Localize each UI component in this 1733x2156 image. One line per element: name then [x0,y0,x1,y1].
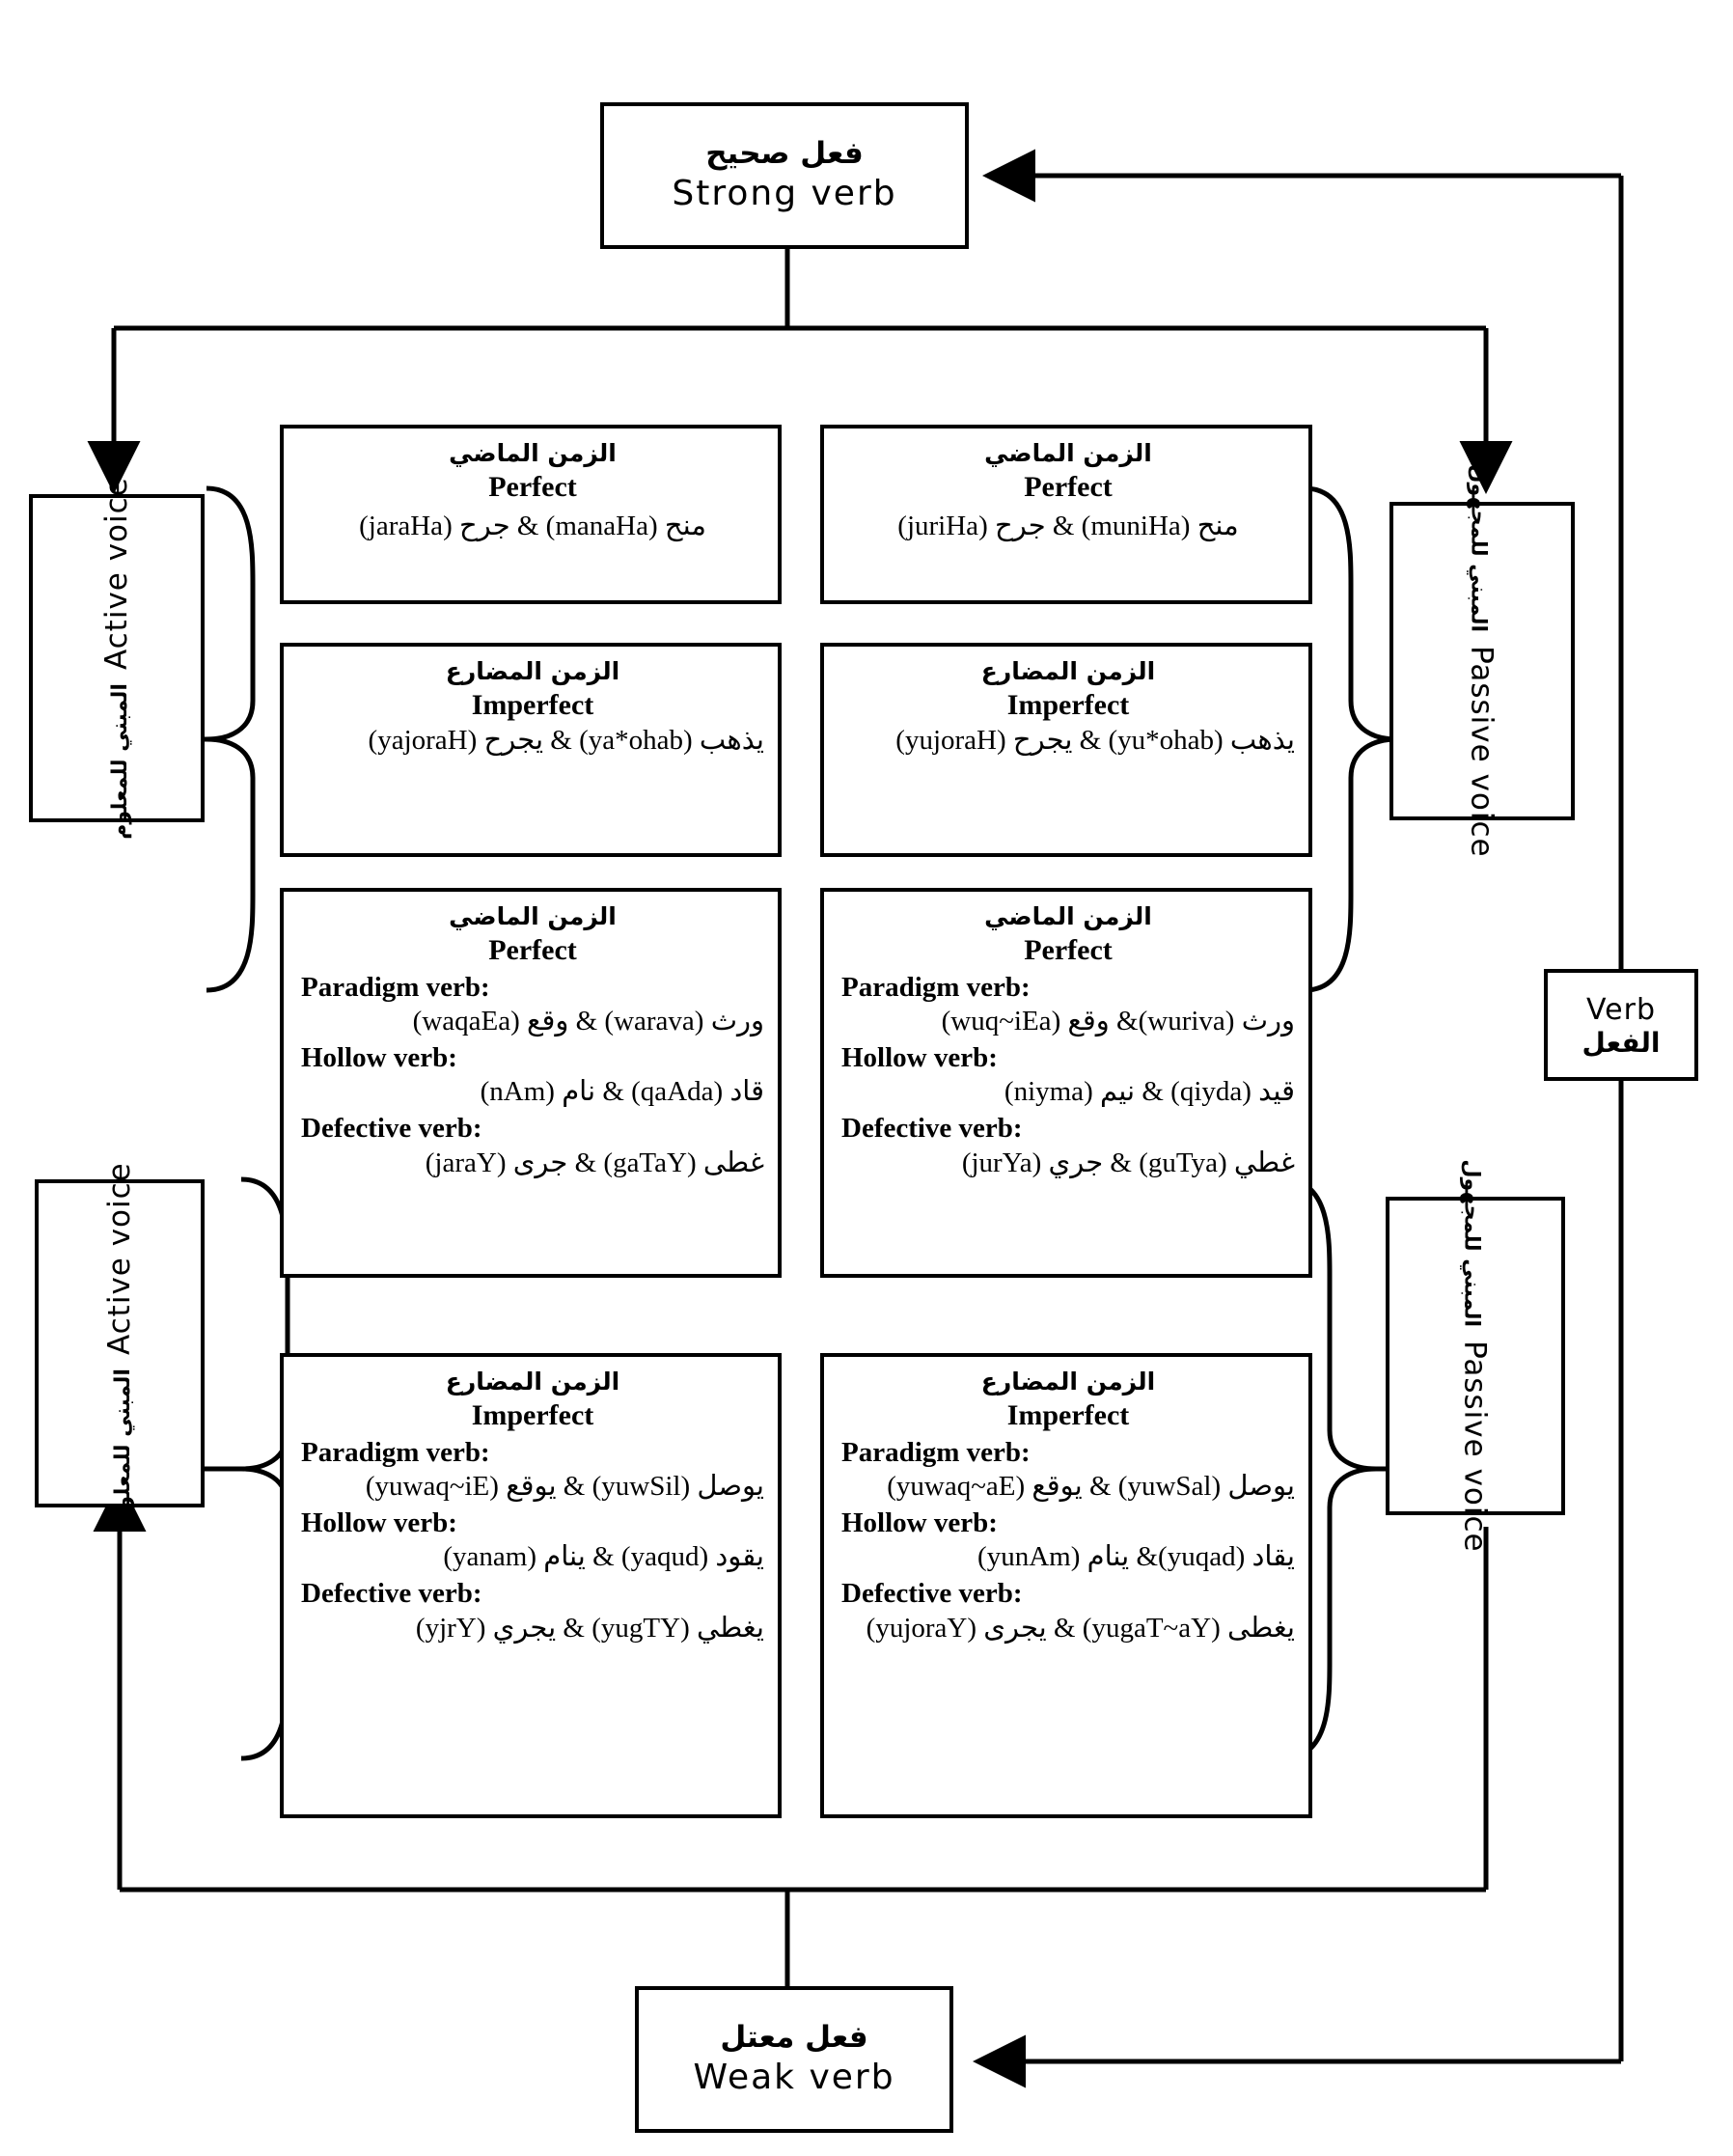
passive-voice-weak-arabic: المبني للمجهول [1460,1159,1484,1328]
weak-verb-arabic: فعل معتل [720,2019,868,2055]
imperfect-english-header: Imperfect [1006,1399,1130,1432]
paradigm-verb-label: Paradigm verb: [841,1436,1031,1468]
active-voice-weak-label-group: المبني للمعلوم Active voice [102,1162,137,1525]
strong-verb-arabic: فعل صحيح [705,135,864,171]
verb-root-arabic: الفعل [1582,1026,1661,1059]
defective-verb-label: Defective verb: [301,1113,482,1145]
passive-voice-weak-english: Passive voice [1458,1341,1493,1553]
example-text: يذهب (ya*ohab) & يجرح (yajoraH) [368,724,764,756]
cell-header: الزمن المضارع Imperfect [301,1367,764,1434]
paradigm-verb-label: Paradigm verb: [841,971,1031,1003]
brace-strong-active [206,485,256,993]
imperfect-english-header: Imperfect [471,689,594,722]
hollow-example: قاد (qaAda) & نام (nAm) [480,1076,764,1108]
node-verb-root[interactable]: Verb الفعل [1544,969,1698,1081]
perfect-arabic-header: الزمن الماضي [449,902,617,930]
defective-verb-label: Defective verb: [841,1578,1023,1610]
cell-header: الزمن المضارع Imperfect [841,656,1295,724]
active-voice-weak-arabic: المبني للمعلوم [111,1368,135,1525]
paradigm-example: يوصل (yuwSil) & يوقع (yuwaq~iE) [365,1471,764,1503]
example-text: منح (muniHa) & جرح (juriHa) [897,510,1239,541]
paradigm-verb-label: Paradigm verb: [301,1436,490,1468]
imperfect-arabic-header: الزمن المضارع [980,1368,1156,1396]
cell-header: الزمن الماضي Perfect [841,438,1295,506]
imperfect-english-header: Imperfect [471,1399,594,1432]
active-voice-strong-label-group: المبني للمعلوم Active voice [99,477,134,840]
perfect-arabic-header: الزمن الماضي [984,439,1152,467]
active-voice-strong-arabic: المبني للمعلوم [108,683,132,840]
node-strong-verb[interactable]: فعل صحيح Strong verb [600,102,969,249]
defective-example: يغطى (yugaT~aY) & يجرى (yujoraY) [866,1612,1295,1644]
verb-root-english: Verb [1585,992,1657,1027]
node-active-voice-weak[interactable]: المبني للمعلوم Active voice [35,1162,205,1525]
strong-verb-english: Strong verb [672,174,897,214]
hollow-example: يقاد (yuqad)& ينام (yunAm) [977,1541,1295,1573]
perfect-english-header: Perfect [1024,471,1113,504]
cell-header: الزمن الماضي Perfect [841,901,1295,969]
imperfect-arabic-header: الزمن المضارع [980,657,1156,685]
example-text: يذهب (yu*ohab) & يجرح (yujoraH) [895,724,1295,756]
cell-strong-active-perfect[interactable]: الزمن الماضي Perfect منح (manaHa) & جرح … [280,425,782,604]
passive-voice-strong-english: Passive voice [1465,646,1499,858]
example-text: منح (manaHa) & جرح (jaraHa) [359,510,706,541]
defective-example: غطى (gaTaY) & جرى (jaraY) [425,1147,764,1178]
cell-header: الزمن الماضي Perfect [301,901,764,969]
hollow-verb-label: Hollow verb: [301,1042,457,1074]
passive-voice-strong-arabic: المبني للمجهول [1467,464,1491,633]
cell-header: الزمن الماضي Perfect [301,438,764,506]
perfect-english-header: Perfect [1024,934,1113,967]
cell-strong-active-imperfect[interactable]: الزمن المضارع Imperfect يذهب (ya*ohab) &… [280,643,782,857]
hollow-verb-label: Hollow verb: [841,1507,998,1539]
weak-verb-english: Weak verb [693,2058,895,2098]
paradigm-example: يوصل (yuwSal) & يوقع (yuwaq~aE) [887,1471,1295,1503]
passive-voice-weak-label-group: المبني للمجهول Passive voice [1458,1159,1493,1552]
paradigm-example: ورث (wuriva)& وقع (wuq~iEa) [941,1006,1295,1037]
paradigm-example: ورث (warava) & وقع (waqaEa) [412,1006,764,1037]
perfect-arabic-header: الزمن الماضي [984,902,1152,930]
perfect-english-header: Perfect [488,934,577,967]
cell-strong-passive-perfect[interactable]: الزمن الماضي Perfect منح (muniHa) & جرح … [820,425,1312,604]
cell-weak-passive-perfect[interactable]: الزمن الماضي Perfect Paradigm verb: ورث … [820,888,1312,1278]
node-active-voice-strong[interactable]: المبني للمعلوم Active voice [29,477,205,840]
imperfect-arabic-header: الزمن المضارع [445,1368,620,1396]
active-voice-weak-english: Active voice [102,1162,137,1356]
passive-voice-strong-label-group: المبني للمجهول Passive voice [1465,464,1499,857]
hollow-example: قيد (qiyda) & نيم (niyma) [1004,1076,1295,1108]
hollow-verb-label: Hollow verb: [301,1507,457,1539]
paradigm-verb-label: Paradigm verb: [301,971,490,1003]
imperfect-english-header: Imperfect [1006,689,1130,722]
defective-example: يغطي (yugTY) & يجري (yjrY) [415,1612,764,1644]
defective-verb-label: Defective verb: [301,1578,482,1610]
node-passive-voice-strong[interactable]: المبني للمجهول Passive voice [1389,464,1575,858]
defective-example: غطي (guTya) & جري (jurYa) [961,1147,1295,1178]
hollow-example: يقود (yaqud) & ينام (yanam) [443,1541,764,1573]
cell-weak-active-imperfect[interactable]: الزمن المضارع Imperfect Paradigm verb: ي… [280,1353,782,1818]
node-weak-verb[interactable]: فعل معتل Weak verb [635,1986,953,2133]
cell-weak-active-perfect[interactable]: الزمن الماضي Perfect Paradigm verb: ورث … [280,888,782,1278]
cell-header: الزمن المضارع Imperfect [301,656,764,724]
perfect-english-header: Perfect [488,471,577,504]
imperfect-arabic-header: الزمن المضارع [445,657,620,685]
hollow-verb-label: Hollow verb: [841,1042,998,1074]
perfect-arabic-header: الزمن الماضي [449,439,617,467]
defective-verb-label: Defective verb: [841,1113,1023,1145]
node-passive-voice-weak[interactable]: المبني للمجهول Passive voice [1386,1159,1565,1553]
cell-weak-passive-imperfect[interactable]: الزمن المضارع Imperfect Paradigm verb: ي… [820,1353,1312,1818]
cell-strong-passive-imperfect[interactable]: الزمن المضارع Imperfect يذهب (yu*ohab) &… [820,643,1312,857]
cell-header: الزمن المضارع Imperfect [841,1367,1295,1434]
active-voice-strong-english: Active voice [99,477,134,671]
brace-strong-passive [1304,485,1398,993]
